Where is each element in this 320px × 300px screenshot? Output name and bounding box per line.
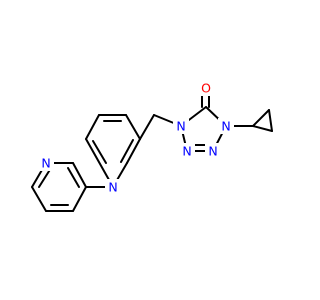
structure-svg: N N N N N N O xyxy=(31,80,273,212)
methylene-bond-a xyxy=(139,114,155,140)
atom-label-n: N xyxy=(176,119,185,134)
bond xyxy=(252,109,270,127)
bond xyxy=(72,162,87,188)
atom-label-n: N xyxy=(41,156,50,171)
bond xyxy=(252,125,273,132)
bond xyxy=(72,186,87,212)
middle-pyridine-ring xyxy=(85,114,141,188)
atom-label-n: N xyxy=(208,144,217,159)
atom-n-middle-pyridine: N xyxy=(105,179,121,195)
atom-label-n: N xyxy=(108,180,117,195)
molecule-diagram: N N N N N N O xyxy=(31,80,273,212)
atom-o-carbonyl: O xyxy=(198,80,214,96)
atom-label-o: O xyxy=(201,81,211,96)
atom-n-tetrazole-2: N xyxy=(179,143,195,159)
bond xyxy=(268,109,273,132)
bond-double-inner xyxy=(67,167,80,188)
atom-label-n: N xyxy=(221,119,230,134)
bond xyxy=(125,114,141,140)
bond xyxy=(31,186,47,212)
bond xyxy=(126,138,141,164)
atom-n-tetrazole-3: N xyxy=(205,143,221,159)
atom-n-left-pyridine: N xyxy=(38,155,54,171)
bond-double-inner xyxy=(38,167,52,188)
atom-label-n: N xyxy=(182,144,191,159)
bond xyxy=(85,114,100,140)
atom-n-tetrazole-1: N xyxy=(173,118,189,134)
bond-double-inner xyxy=(120,139,134,163)
atom-n-tetrazole-4: N xyxy=(218,118,234,134)
bond-double-inner xyxy=(92,140,107,164)
left-pyridine-ring xyxy=(31,162,87,212)
